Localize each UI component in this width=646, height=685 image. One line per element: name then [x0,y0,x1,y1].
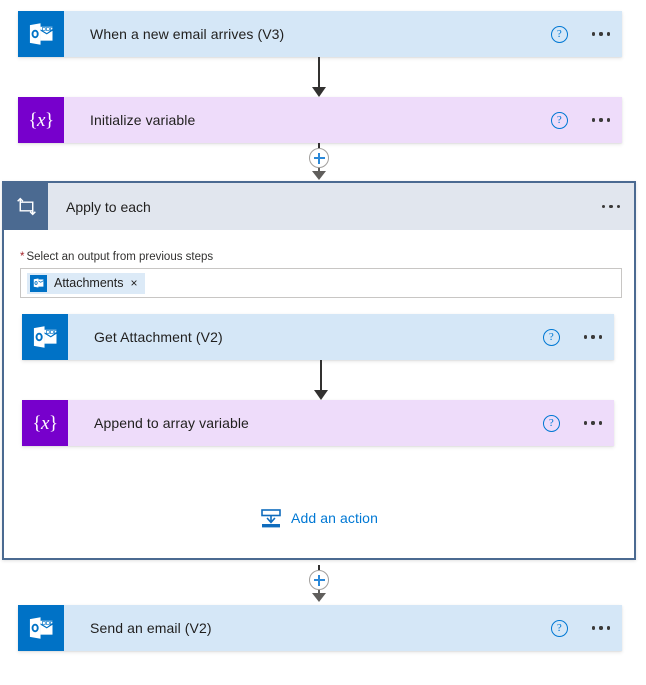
connector-arrow [308,360,334,400]
token-label: Attachments [54,276,124,290]
more-commands-icon[interactable] [590,622,612,633]
help-icon[interactable]: ? [550,111,568,129]
outlook-icon [18,11,64,57]
loop-icon [4,183,48,230]
more-commands-icon[interactable] [582,331,604,342]
flow-node-body: Append to array variable ? [68,400,614,446]
insert-step-button[interactable] [309,148,329,168]
variable-icon: {x} [22,400,68,446]
outlook-icon [22,314,68,360]
flow-node-controls: ? [542,414,604,432]
outlook-icon [30,274,47,292]
connector-arrow [306,57,332,97]
more-commands-icon[interactable] [582,417,604,428]
flow-node-append-to-array-variable[interactable]: {x} Append to array variable ? [22,400,614,446]
variable-icon: {x} [18,97,64,143]
insert-step-node [306,565,332,602]
flow-node-title: When a new email arrives (V3) [90,26,285,42]
flow-node-initialize-variable[interactable]: {x} Initialize variable ? [18,97,622,143]
required-marker: * [20,251,25,263]
flow-node-send-an-email[interactable]: Send an email (V2) ? [18,605,622,651]
more-commands-icon[interactable] [590,114,612,125]
flow-node-get-attachment[interactable]: Get Attachment (V2) ? [22,314,614,360]
scope-controls [600,201,622,212]
flow-node-controls: ? [550,619,612,637]
flow-node-controls: ? [550,25,612,43]
scope-title: Apply to each [66,198,151,215]
field-label: *Select an output from previous steps [20,251,622,263]
flow-node-body: When a new email arrives (V3) ? [64,11,622,57]
help-icon[interactable]: ? [542,414,560,432]
remove-token-icon[interactable]: × [130,276,138,290]
add-an-action-button[interactable]: Add an action [4,507,634,529]
more-commands-icon[interactable] [590,28,612,39]
flow-node-title: Send an email (V2) [90,620,212,636]
scope-header-body: Apply to each [48,183,634,230]
help-icon[interactable]: ? [550,619,568,637]
scope-input-field: *Select an output from previous steps At… [20,251,622,298]
flow-scope-apply-to-each[interactable]: Apply to each *Select an output from pre… [2,181,636,560]
variable-glyph: {x} [32,412,58,434]
outlook-icon [18,605,64,651]
dynamic-content-token[interactable]: Attachments × [27,272,145,294]
flow-node-title: Initialize variable [90,112,196,128]
flow-node-body: Initialize variable ? [64,97,622,143]
more-commands-icon[interactable] [600,201,622,212]
add-action-icon [261,509,281,528]
flow-node-controls: ? [550,111,612,129]
variable-glyph: {x} [28,109,54,131]
insert-step-button[interactable] [309,570,329,590]
output-select-input[interactable]: Attachments × [20,268,622,298]
flow-node-title: Append to array variable [94,415,249,431]
field-label-text: Select an output from previous steps [26,251,214,263]
add-an-action-label: Add an action [291,510,378,526]
help-icon[interactable]: ? [550,25,568,43]
flow-node-body: Send an email (V2) ? [64,605,622,651]
insert-step-node [306,143,332,180]
flow-node-when-a-new-email-arrives[interactable]: When a new email arrives (V3) ? [18,11,622,57]
scope-header[interactable]: Apply to each [4,183,634,230]
flow-node-title: Get Attachment (V2) [94,329,223,345]
flow-node-body: Get Attachment (V2) ? [68,314,614,360]
help-icon[interactable]: ? [542,328,560,346]
flow-node-controls: ? [542,328,604,346]
